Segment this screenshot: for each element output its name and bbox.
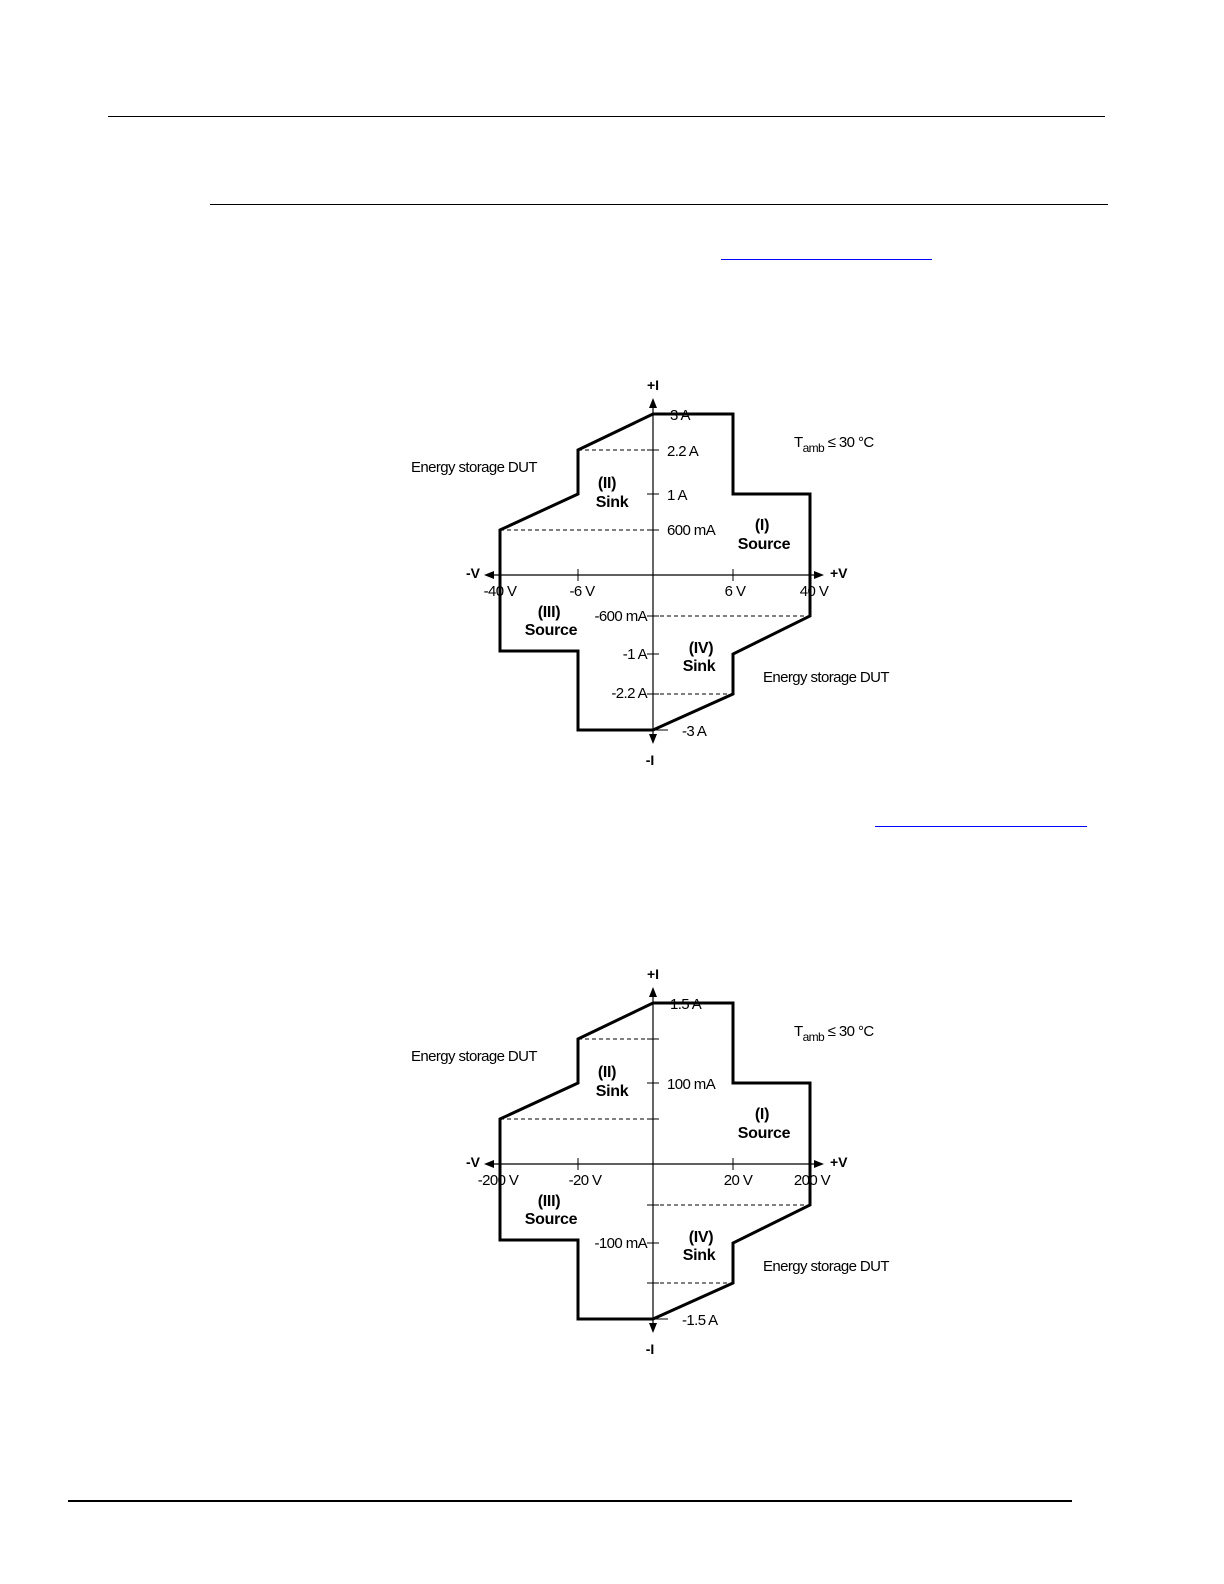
dut-label-top: Energy storage DUT — [411, 1048, 537, 1065]
dut-label-bottom: Energy storage DUT — [763, 669, 889, 686]
quadrant-3-number: (III) — [538, 604, 561, 621]
operating-boundaries-diagram-2: +I -I +V -V Tamb ≤ 30 °C Energy storage … — [411, 966, 890, 1357]
quadrant-2-mode: Sink — [596, 494, 629, 511]
v-tick-neg-inner: -20 V — [569, 1172, 602, 1189]
quadrant-4-number: (IV) — [689, 1229, 714, 1246]
quadrant-3-mode: Source — [525, 1211, 578, 1228]
dashed-guide-lines — [500, 449, 810, 695]
i-tick-pos-mid: 100 mA — [667, 1076, 716, 1093]
header-rule — [108, 116, 1105, 117]
quadrant-3-number: (III) — [538, 1193, 561, 1210]
i-tick-neg-mid: -100 mA — [595, 1235, 648, 1252]
axis-label-pos-i: +I — [647, 377, 659, 393]
v-tick-pos-inner: 20 V — [724, 1172, 753, 1189]
axis-label-neg-i: -I — [646, 752, 655, 768]
section-rule — [210, 204, 1108, 205]
i-tick-neg-bottom: -1.5 A — [682, 1312, 718, 1329]
quadrant-1-mode: Source — [738, 536, 791, 553]
v-tick-neg-inner: -6 V — [569, 583, 595, 600]
quadrant-2-mode: Sink — [596, 1083, 629, 1100]
axis-label-pos-v: +V — [830, 1154, 848, 1170]
tick-marks — [577, 449, 734, 731]
axis-label-neg-i: -I — [646, 1341, 655, 1357]
quadrant-2-number: (II) — [598, 1064, 616, 1081]
v-tick-pos-outer: 40 V — [800, 583, 829, 600]
axis-label-pos-i: +I — [647, 966, 659, 982]
cross-reference-link-1[interactable] — [721, 259, 932, 260]
temperature-note: Tamb ≤ 30 °C — [794, 434, 874, 455]
i-tick-neg-bottom: -3 A — [682, 723, 707, 740]
i-tick-neg-low: -600 mA — [595, 608, 648, 625]
tick-marks — [577, 1038, 734, 1320]
quadrant-4-mode: Sink — [683, 1247, 716, 1264]
temperature-note: Tamb ≤ 30 °C — [794, 1023, 874, 1044]
footer-rule — [68, 1500, 1072, 1502]
axes — [484, 987, 824, 1333]
quadrant-1-mode: Source — [738, 1125, 791, 1142]
axis-label-pos-v: +V — [830, 565, 848, 581]
v-tick-pos-outer: 200 V — [794, 1172, 831, 1189]
cross-reference-link-2[interactable] — [875, 826, 1087, 827]
dut-label-bottom: Energy storage DUT — [763, 1258, 889, 1275]
axis-label-neg-v: -V — [466, 565, 481, 581]
i-tick-pos-low: 600 mA — [667, 522, 716, 539]
operating-boundaries-diagram-1: +I -I +V -V Tamb ≤ 30 °C Energy storage … — [411, 377, 890, 768]
i-tick-pos-top: 3 A — [670, 407, 690, 424]
quadrant-4-number: (IV) — [689, 640, 714, 657]
v-tick-neg-outer: -200 V — [478, 1172, 519, 1189]
dashed-guide-lines — [500, 1038, 810, 1284]
quadrant-1-number: (I) — [755, 517, 769, 534]
axes — [484, 398, 824, 744]
quadrant-2-number: (II) — [598, 475, 616, 492]
dut-label-top: Energy storage DUT — [411, 459, 537, 476]
quadrant-3-mode: Source — [525, 622, 578, 639]
i-tick-neg-high: -2.2 A — [611, 685, 647, 702]
i-tick-pos-top: 1.5 A — [670, 996, 702, 1013]
v-tick-pos-inner: 6 V — [725, 583, 746, 600]
i-tick-neg-mid: -1 A — [623, 646, 648, 663]
axis-label-neg-v: -V — [466, 1154, 481, 1170]
quadrant-4-mode: Sink — [683, 658, 716, 675]
quadrant-1-number: (I) — [755, 1106, 769, 1123]
v-tick-neg-outer: -40 V — [484, 583, 517, 600]
i-tick-pos-mid: 1 A — [667, 487, 687, 504]
i-tick-pos-high: 2.2 A — [667, 443, 699, 460]
